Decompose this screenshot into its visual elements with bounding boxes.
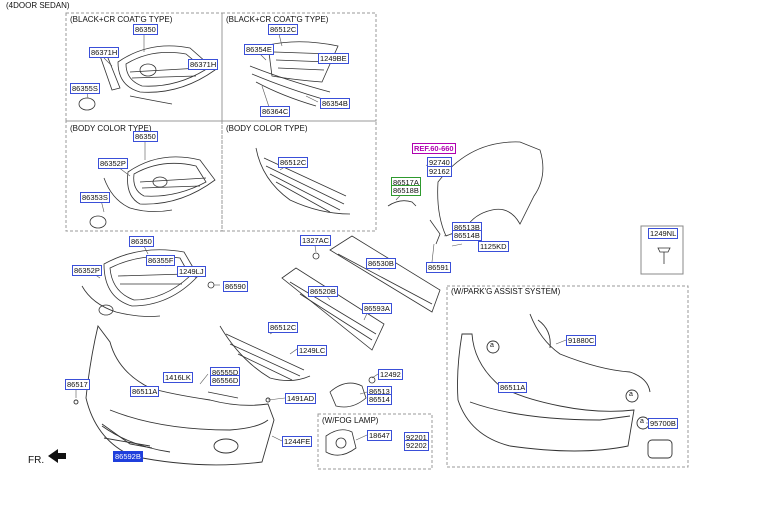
part-label[interactable]: 86371H: [89, 47, 120, 58]
part-label[interactable]: 12492: [378, 369, 403, 380]
part-label[interactable]: 86354B: [320, 98, 350, 109]
part-label[interactable]: 86355S: [70, 83, 100, 94]
part-label[interactable]: 1244FE: [282, 436, 313, 447]
part-label[interactable]: 1249BE: [318, 53, 349, 64]
part-label[interactable]: 86511A: [130, 386, 160, 397]
callout-a: a: [490, 342, 494, 349]
bumper-lower-grille: [207, 325, 311, 399]
part-label[interactable]: 1491AD: [285, 393, 317, 404]
front-arrow-icon: [48, 449, 66, 463]
legend-frame: [640, 225, 684, 275]
front-bumper-cover: [73, 324, 275, 466]
part-label[interactable]: 86591: [426, 262, 451, 273]
callout-a: a: [629, 391, 633, 398]
grille-assembly: [81, 249, 215, 317]
part-label[interactable]: 86512C: [278, 157, 309, 168]
reference-label[interactable]: REF.60-660: [412, 143, 456, 154]
part-label-highlighted[interactable]: 86592B: [113, 451, 143, 462]
part-label[interactable]: 86556D: [210, 375, 241, 386]
part-label[interactable]: 86520B: [308, 286, 338, 297]
part-label[interactable]: 1416LK: [163, 372, 193, 383]
part-label[interactable]: 1327AC: [300, 235, 332, 246]
part-label[interactable]: 86512C: [268, 24, 299, 35]
part-label[interactable]: 1249LJ: [177, 266, 206, 277]
part-label[interactable]: 86350: [129, 236, 154, 247]
part-label[interactable]: 91880C: [566, 335, 597, 346]
part-label[interactable]: 86354E: [244, 44, 274, 55]
part-label[interactable]: 86511A: [498, 382, 528, 393]
bumper-beam: [281, 235, 441, 351]
panel-caption-body-color-lower: (BODY COLOR TYPE): [226, 124, 308, 133]
part-label[interactable]: 86590: [223, 281, 248, 292]
part-label[interactable]: 92162: [427, 166, 452, 177]
part-label[interactable]: 86352P: [72, 265, 102, 276]
part-label[interactable]: 86364C: [260, 106, 291, 117]
part-label[interactable]: 95700B: [648, 418, 678, 429]
radiator-grille-body-color: [89, 156, 216, 229]
front-indicator-label: FR.: [28, 455, 45, 466]
panel-caption-chrome-grille: (BLACK+CR COAT'G TYPE): [70, 15, 173, 24]
part-label[interactable]: 86355F: [146, 255, 176, 266]
panel-frame-grille-chrome-lower: [221, 12, 377, 122]
part-label[interactable]: 86352P: [98, 158, 128, 169]
part-label[interactable]: 86514B: [452, 230, 482, 241]
panel-caption-body-color: (BODY COLOR TYPE): [70, 124, 152, 133]
part-label[interactable]: 86350: [133, 24, 158, 35]
screw-icon: [657, 247, 671, 264]
lower-grille-body-color: [255, 147, 351, 215]
part-label[interactable]: 86518B: [391, 185, 421, 196]
part-label[interactable]: 86350: [133, 131, 158, 142]
callout-a: a: [640, 418, 644, 425]
panel-frame-park-assist: [446, 285, 689, 468]
fog-lamp-cover: [325, 376, 376, 456]
panel-caption-fog-lamp: (W/FOG LAMP): [322, 416, 379, 425]
panel-caption-park-assist: (W/PARK'G ASSIST SYSTEM): [451, 287, 561, 296]
legend-part-label[interactable]: 1249NL: [648, 228, 679, 239]
part-label[interactable]: 18647: [367, 430, 392, 441]
radiator-grille-chrome: [78, 45, 216, 111]
panel-caption-chrome-lower: (BLACK+CR COAT'G TYPE): [226, 15, 329, 24]
front-fender: [387, 141, 544, 245]
part-label[interactable]: 1125KD: [478, 241, 509, 252]
part-label[interactable]: 86353S: [80, 192, 110, 203]
part-label[interactable]: 86517: [65, 379, 90, 390]
part-label[interactable]: 86530B: [366, 258, 396, 269]
part-label[interactable]: 1249LC: [297, 345, 328, 356]
part-label[interactable]: 86371H: [188, 59, 219, 70]
park-assist-bumper: [457, 313, 673, 459]
part-label[interactable]: 86514: [367, 394, 392, 405]
part-label[interactable]: 86512C: [268, 322, 299, 333]
page-title: (4DOOR SEDAN): [6, 1, 70, 10]
panel-frame-body-color-lower: [221, 120, 377, 232]
part-label[interactable]: 86593A: [362, 303, 392, 314]
panel-frame-fog-lamp: [317, 413, 433, 470]
part-label[interactable]: 92202: [404, 440, 429, 451]
